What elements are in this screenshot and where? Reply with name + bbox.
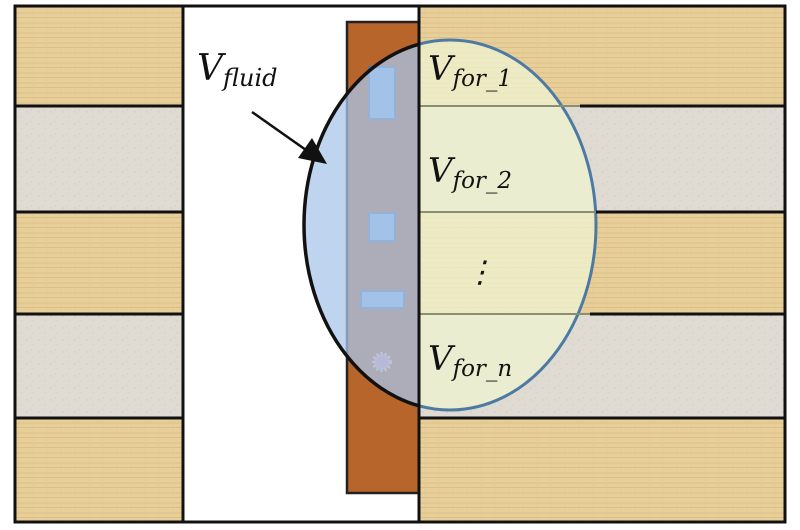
left-sand-layer-2 — [15, 212, 183, 314]
right-sand-layer-3 — [419, 418, 785, 522]
left-sand-layer-3 — [15, 418, 183, 522]
fluid-volume-label: Vfluid — [197, 48, 278, 92]
left-shale-layer-2 — [15, 314, 183, 418]
layer-boundaries — [15, 104, 785, 420]
formation-ellipsis: ⋮ — [465, 255, 495, 290]
formation-volume-label-2: Vfor_2 — [428, 151, 512, 194]
formation-volume-label-n: Vfor_n — [428, 339, 512, 382]
left-formation-column — [15, 6, 183, 522]
fluid-investigation-region — [302, 42, 419, 408]
column-borders — [13, 4, 787, 524]
formation-investigation-region — [419, 38, 600, 412]
left-shale-layer-1 — [15, 106, 183, 212]
left-sand-layer-1 — [15, 6, 183, 106]
formation-volume-label-1: Vfor_1 — [428, 49, 512, 92]
arrow-head-icon — [298, 138, 327, 164]
fluid-pointer-arrow — [251, 110, 327, 164]
